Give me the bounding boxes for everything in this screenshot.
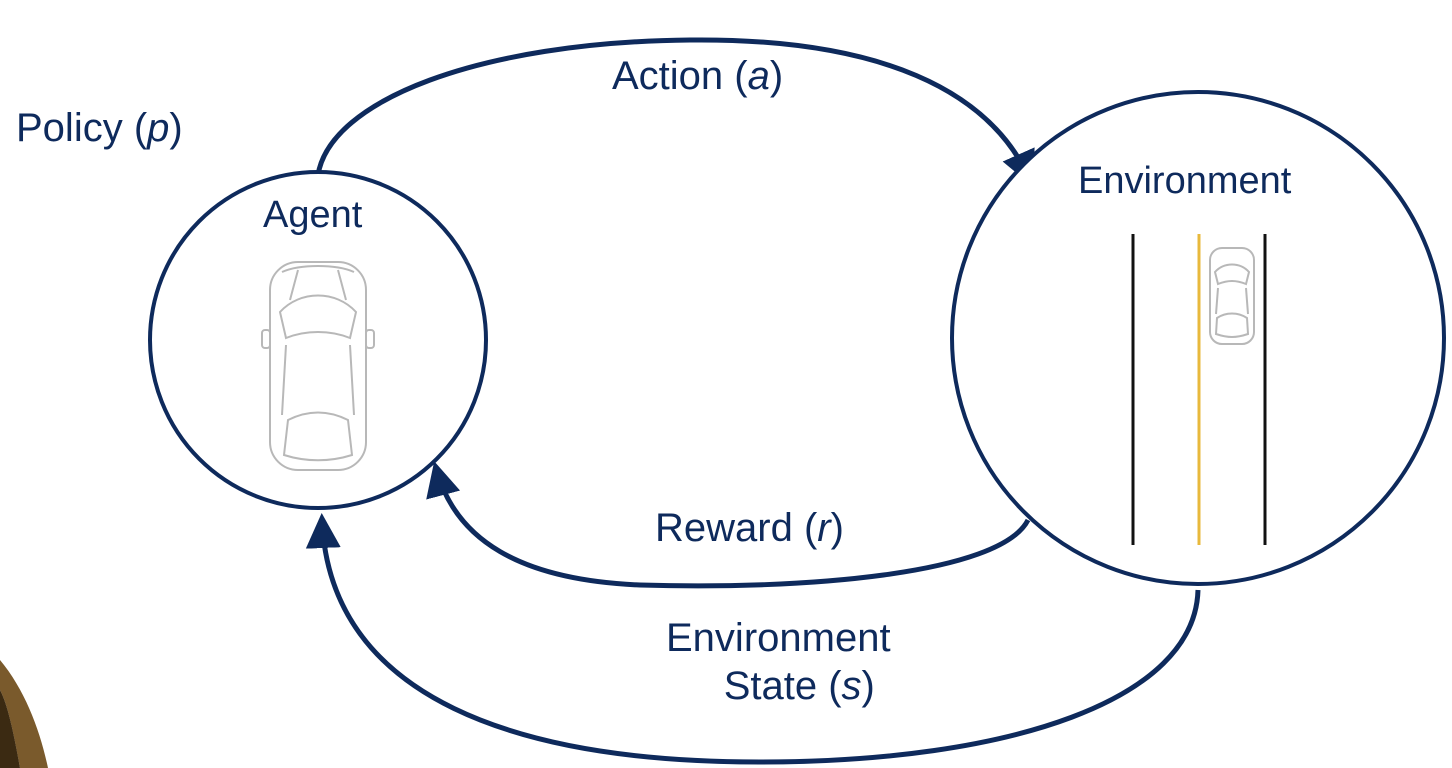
policy-label: Policy (p) [16, 106, 183, 150]
environment-state-label: Environment State (s) [666, 614, 891, 710]
corner-decoration [0, 660, 48, 768]
environment-state-line1: Environment [666, 616, 891, 660]
action-label: Action (a) [612, 54, 784, 98]
agent-circle [148, 170, 488, 510]
reward-label: Reward (r) [655, 506, 844, 550]
road-with-car-icon [1131, 234, 1267, 545]
env-car-icon [1209, 247, 1255, 345]
environment-state-line2: State (s) [723, 664, 875, 708]
environment-title: Environment [1078, 160, 1292, 202]
reward-arrow [426, 461, 1031, 589]
car-topview-icon [261, 261, 375, 471]
action-arrow [315, 37, 1035, 187]
agent-title: Agent [263, 194, 363, 236]
state-arrow [305, 513, 1201, 765]
